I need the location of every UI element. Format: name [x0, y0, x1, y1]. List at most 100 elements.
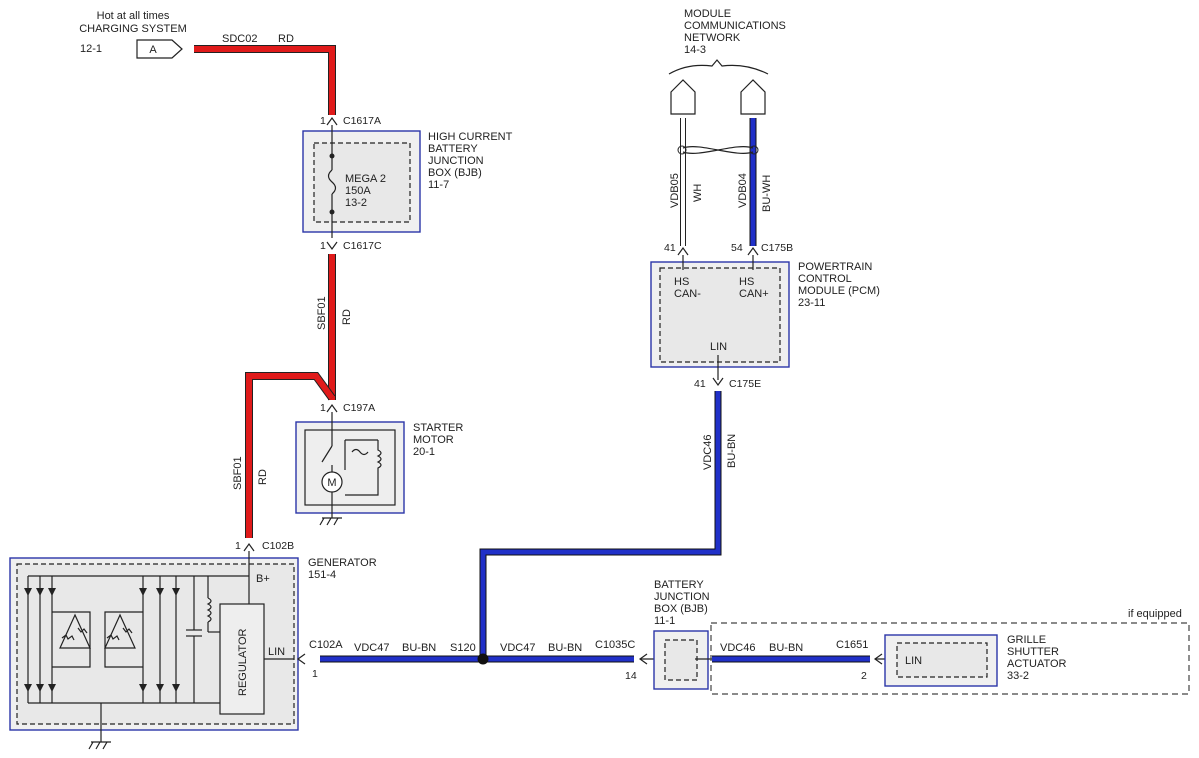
pin-arrow-icon	[712, 377, 724, 387]
pin-arrow-icon	[296, 653, 306, 665]
grille-label-4: 33-2	[1007, 670, 1029, 682]
c1617c-pin: 1	[320, 240, 326, 252]
rectifier-bridge-icon	[24, 575, 249, 704]
coil-winding-icon	[345, 440, 382, 496]
fuse-ref: 13-2	[345, 197, 367, 209]
generator-label-1: GENERATOR	[308, 557, 377, 569]
pcm-can-minus-1: HS	[674, 276, 689, 288]
grille-inner	[896, 642, 988, 678]
c102a-name: C102A	[309, 639, 343, 651]
high-current-bjb: 1 C1617A MEGA 2 150A 13-2 HIGH CURRENT B…	[302, 115, 513, 252]
bjb-high-label-1: HIGH CURRENT	[428, 131, 513, 143]
pin-arrow-icon	[243, 542, 255, 552]
wire-sbf01-upper: SBF01 RD	[316, 254, 353, 400]
if-equipped-note: if equipped	[1128, 608, 1182, 620]
vdb04-color: BU-WH	[761, 175, 773, 212]
motor-symbol: M	[327, 477, 336, 489]
pcm-inner	[659, 267, 781, 363]
starter-motor: 1 C197A M STARTER MOTOR 20-1	[295, 402, 463, 526]
vdc47-right-circuit: VDC47	[500, 642, 535, 654]
wire-vdb05: VDB05 WH	[669, 118, 704, 246]
vdc47-left-color: BU-BN	[402, 642, 436, 654]
vdc47-left-circuit: VDC47	[354, 642, 389, 654]
grille-lin: LIN	[905, 655, 922, 667]
bjb-high-label-2: BATTERY	[428, 143, 478, 155]
generator-lin: LIN	[268, 646, 285, 658]
generator-bplus: B+	[256, 573, 270, 585]
pcm-label-4: 23-11	[798, 297, 825, 309]
grille-label-2: SHUTTER	[1007, 646, 1059, 658]
network-brace-icon	[668, 59, 769, 75]
c1035c-pin: 14	[625, 670, 637, 682]
c175e-pin: 41	[694, 378, 706, 390]
splice-dot-icon	[477, 653, 489, 665]
wire-sbf01-lower: SBF01 RD	[232, 372, 336, 538]
c197a-name: C197A	[343, 402, 375, 414]
pcm-pin-can-plus: 54	[731, 242, 743, 254]
connector-a-letter: A	[149, 44, 157, 56]
bjb-high-label-5: 11-7	[428, 179, 449, 191]
c102b-name: C102B	[262, 540, 294, 552]
charging-system-ref: 12-1	[80, 43, 102, 55]
bjb-label-3: BOX (BJB)	[654, 603, 708, 615]
ground-icon	[319, 517, 342, 526]
pcm-lin: LIN	[710, 341, 727, 353]
bjb-high-label-3: JUNCTION	[428, 155, 484, 167]
c1035c-name: C1035C	[595, 639, 635, 651]
bjb-label-4: 11-1	[654, 615, 675, 627]
splice-name: S120	[450, 642, 476, 654]
fuse-rating: 150A	[345, 185, 371, 197]
pcm-pin-can-minus: 41	[664, 242, 676, 254]
bjb-label-2: JUNCTION	[654, 591, 710, 603]
if-equipped-region	[710, 622, 1190, 695]
ground-icon	[88, 741, 111, 750]
regulator-label: REGULATOR	[237, 629, 249, 696]
wire-sdc02: SDC02 RD	[194, 33, 336, 115]
regulator-box	[219, 603, 265, 715]
connector-a-icon	[136, 39, 183, 59]
c1617c-name: C1617C	[343, 240, 382, 252]
pcm-can-plus-1: HS	[739, 276, 754, 288]
c1651-name: C1651	[836, 639, 868, 651]
vdc46-grille-color: BU-BN	[769, 642, 803, 654]
starter-label-1: STARTER	[413, 422, 463, 434]
sdc02-color: RD	[278, 33, 294, 45]
sdc02-circuit: SDC02	[222, 33, 257, 45]
pcm-label-3: MODULE (PCM)	[798, 285, 880, 297]
sbf01-upper-circuit: SBF01	[316, 296, 328, 330]
charging-system-line1: Hot at all times	[97, 10, 170, 22]
c102b-pin: 1	[235, 540, 241, 552]
starter-label-3: 20-1	[413, 446, 435, 458]
bjb-high-label-4: BOX (BJB)	[428, 167, 482, 179]
c1617a-pin: 1	[320, 115, 326, 127]
powertrain-control-module: 41 54 C175B HS CAN- HS CAN+ LIN POWERTRA…	[650, 242, 880, 390]
charging-system-line2: CHARGING SYSTEM	[79, 23, 187, 35]
c1651-pin: 2	[861, 670, 867, 682]
network-label-2: COMMUNICATIONS	[684, 20, 786, 32]
splice-s120: S120	[450, 642, 489, 665]
wire-vdc47-right: VDC47 BU-BN	[483, 642, 634, 663]
sbf01-lower-circuit: SBF01	[232, 456, 244, 490]
network-connector-left-icon	[670, 79, 696, 115]
pin-arrow-icon	[326, 116, 338, 126]
starter-label-2: MOTOR	[413, 434, 454, 446]
sbf01-lower-color: RD	[257, 469, 269, 485]
vdc46-grille-circuit: VDC46	[720, 642, 755, 654]
vdb05-circuit: VDB05	[669, 173, 681, 208]
sbf01-upper-color: RD	[341, 309, 353, 325]
vdc46-pcm-circuit: VDC46	[702, 435, 714, 470]
network-label-1: MODULE	[684, 8, 731, 20]
vdc46-pcm-color: BU-BN	[726, 434, 738, 468]
c197a-pin: 1	[320, 402, 326, 414]
charging-system-connector: Hot at all times CHARGING SYSTEM 12-1 A	[79, 10, 187, 59]
grille-shutter-actuator: C1651 2 LIN GRILLE SHUTTER ACTUATOR 33-2	[836, 634, 1067, 687]
pin-arrow-icon	[677, 246, 689, 256]
wire-vdc46-grille: VDC46 BU-BN	[712, 642, 870, 663]
pcm-label-1: POWERTRAIN	[798, 261, 872, 273]
coil-icon	[351, 448, 369, 456]
pin-arrow-icon	[326, 241, 338, 251]
vdb04-circuit: VDB04	[737, 173, 749, 208]
pcm-label-2: CONTROL	[798, 273, 852, 285]
pin-arrow-icon	[747, 246, 759, 256]
